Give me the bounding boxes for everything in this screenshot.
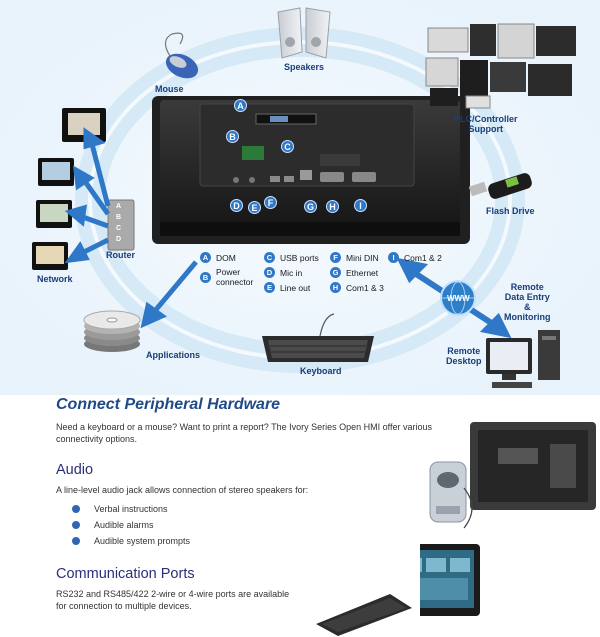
remote-desktop-label: Remote Desktop xyxy=(446,346,482,366)
page-title: Connect Peripheral Hardware xyxy=(56,396,281,413)
applications-arrow xyxy=(140,260,198,329)
keyboard-label: Keyboard xyxy=(300,366,342,376)
audio-text: A line-level audio jack allows connectio… xyxy=(56,485,309,495)
port-badge-h: H xyxy=(326,200,339,213)
keyboard-image xyxy=(262,313,374,362)
audio-bullet-list: Verbal instructions Audible alarms Audib… xyxy=(72,502,190,550)
audio-heading: Audio xyxy=(56,462,94,478)
port-badge-i: I xyxy=(354,199,367,212)
port-badge-c: C xyxy=(281,140,294,153)
port-badge-g: G xyxy=(304,200,317,213)
flash-drive-label: Flash Drive xyxy=(486,206,535,216)
speakers-image xyxy=(277,7,331,59)
network-screens-image xyxy=(32,108,106,270)
keyboard-photo xyxy=(316,594,412,636)
network-label: Network xyxy=(37,274,73,284)
router-port-a: A xyxy=(116,203,122,210)
remote-data-entry-label: Remote Data Entry & Monitoring xyxy=(504,282,551,322)
intro-text: Need a keyboard or a mouse? Want to prin… xyxy=(56,422,433,444)
www-globe-icon xyxy=(440,280,476,316)
list-item: Audible alarms xyxy=(72,518,190,534)
plc-image xyxy=(425,23,576,109)
flash-drive-image xyxy=(468,173,532,199)
router-port-b: B xyxy=(116,214,122,221)
port-badge-b: B xyxy=(226,130,239,143)
list-item: Audible system prompts xyxy=(72,534,190,550)
router-port-c: C xyxy=(116,225,122,232)
list-item: Verbal instructions xyxy=(72,502,190,518)
port-badge-e: E xyxy=(248,201,261,214)
plc-label: PLC/Controller Support xyxy=(454,114,518,134)
mouse-label: Mouse xyxy=(155,84,184,94)
router-label: Router xyxy=(106,250,135,260)
router-arrows xyxy=(64,127,111,264)
port-badge-f: F xyxy=(264,196,277,209)
port-badge-a: A xyxy=(234,99,247,112)
connectivity-diagram xyxy=(0,0,600,395)
comm-ports-heading: Communication Ports xyxy=(56,566,195,582)
router-port-d: D xyxy=(116,236,122,243)
port-badge-d: D xyxy=(230,199,243,212)
applications-label: Applications xyxy=(146,350,201,360)
www-label: WWW xyxy=(447,294,470,303)
remote-desktop-image xyxy=(486,330,560,388)
mouse-image xyxy=(164,32,199,79)
applications-image xyxy=(83,310,141,352)
speakers-label: Speakers xyxy=(284,62,325,72)
hardware-photos xyxy=(420,422,596,616)
comm-ports-text: RS232 and RS485/422 2-wire or 4-wire por… xyxy=(56,589,290,611)
